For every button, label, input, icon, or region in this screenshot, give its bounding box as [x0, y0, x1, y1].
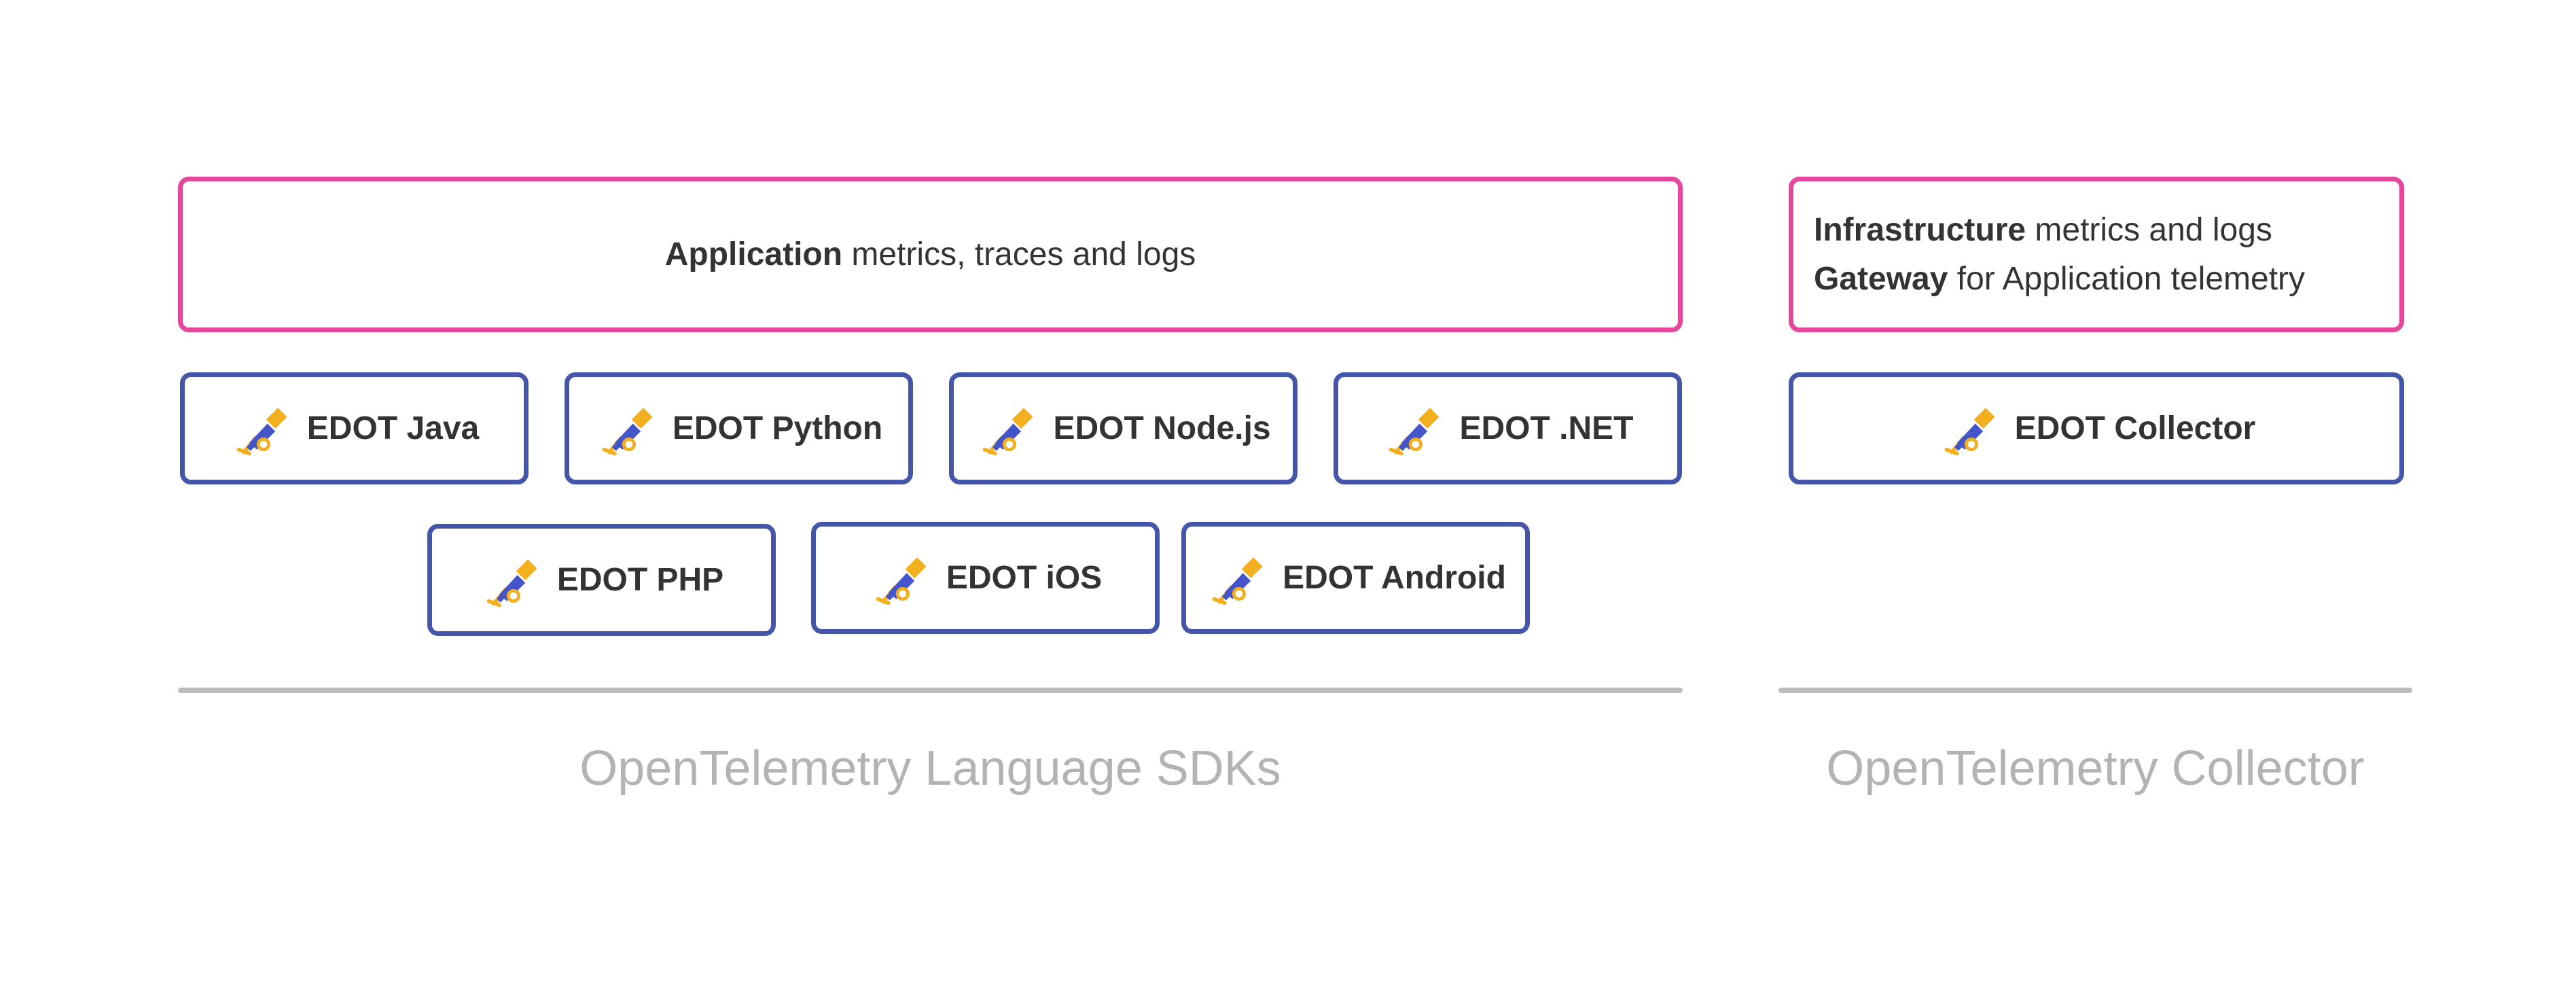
infrastructure-banner-line1: Infrastructure metrics and logs [1814, 206, 2272, 255]
infrastructure-banner-line2: Gateway for Application telemetry [1814, 255, 2305, 304]
telescope-icon [480, 548, 545, 613]
sdks-divider [178, 688, 1683, 693]
infrastructure-banner-line2-rest: for Application telemetry [1948, 260, 2306, 297]
edot-php-box: EDOT PHP [427, 524, 776, 636]
edot-python-box: EDOT Python [565, 372, 913, 484]
sdks-section-label: OpenTelemetry Language SDKs [579, 741, 1281, 796]
telescope-icon [1937, 396, 2003, 461]
collector-divider [1778, 688, 2412, 693]
telescope-icon [595, 396, 660, 461]
edot-collector-box: EDOT Collector [1789, 372, 2404, 484]
edot-python-label: EDOT Python [672, 410, 883, 446]
telescope-icon [869, 546, 934, 611]
edot-nodejs-box: EDOT Node.js [949, 372, 1298, 484]
collector-section-label: OpenTelemetry Collector [1826, 741, 2365, 796]
telescope-icon [976, 396, 1041, 461]
infrastructure-banner-line1-rest: metrics and logs [2026, 211, 2272, 248]
infrastructure-banner: Infrastructure metrics and logs Gateway … [1789, 177, 2404, 332]
edot-java-label: EDOT Java [306, 410, 480, 446]
edot-android-box: EDOT Android [1181, 522, 1530, 634]
edot-java-box: EDOT Java [180, 372, 529, 484]
application-banner: Application metrics, traces and logs [178, 177, 1683, 332]
edot-dotnet-box: EDOT .NET [1334, 372, 1682, 484]
telescope-icon [1382, 396, 1447, 461]
infrastructure-banner-line2-bold: Gateway [1814, 260, 1948, 297]
edot-collector-label: EDOT Collector [2014, 410, 2256, 446]
application-banner-bold: Application [664, 236, 843, 272]
edot-nodejs-label: EDOT Node.js [1053, 410, 1271, 446]
telescope-icon [230, 396, 295, 461]
edot-php-label: EDOT PHP [556, 562, 724, 598]
edot-dotnet-label: EDOT .NET [1459, 410, 1634, 446]
edot-ios-label: EDOT iOS [946, 560, 1103, 596]
telescope-icon [1205, 546, 1270, 611]
application-banner-text: Application metrics, traces and logs [665, 230, 1196, 279]
application-banner-rest: metrics, traces and logs [842, 236, 1196, 272]
infrastructure-banner-line1-bold: Infrastructure [1814, 211, 2026, 248]
edot-android-label: EDOT Android [1283, 560, 1506, 596]
edot-ios-box: EDOT iOS [811, 522, 1160, 634]
